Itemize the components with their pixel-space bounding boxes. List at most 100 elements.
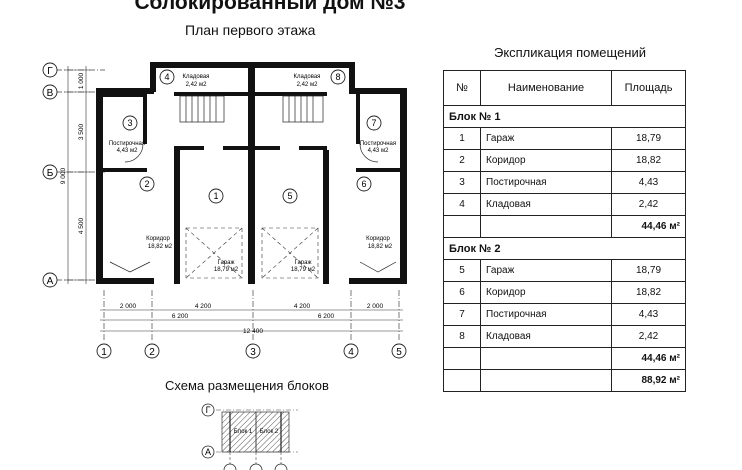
axis-markers	[42, 62, 407, 359]
table-row: 3 Постирочная 4,43	[442, 171, 686, 194]
cell-name: Кладовая	[480, 193, 613, 216]
axis-col-label: 4	[348, 347, 354, 358]
cell-name: Кладовая	[480, 325, 613, 348]
axis-grid-lines	[56, 69, 400, 342]
cell-name: Постирочная	[480, 171, 613, 194]
block-row: Блок № 1	[443, 105, 686, 128]
cell-area: 4,43	[611, 303, 686, 326]
header-area: Площадь	[611, 70, 686, 106]
cell-no: 3	[442, 171, 482, 194]
table-header-row: № Наименование Площадь	[442, 70, 686, 106]
cell-no: 5	[442, 259, 482, 282]
room-label: Постирочная	[360, 141, 396, 147]
axis-col-label: 1	[101, 347, 107, 358]
scheme-axis-label: Г	[206, 405, 211, 415]
axis-row-label: Б	[47, 168, 54, 179]
scheme-block-label: Блок 2	[260, 429, 279, 435]
room-number: 2	[144, 179, 149, 189]
subtotal-value: 44,46 м²	[611, 215, 686, 238]
room-label: Постирочная	[109, 141, 145, 147]
header-name: Наименование	[480, 70, 613, 106]
table-row: 4 Кладовая 2,42	[442, 193, 686, 216]
cell-area: 18,82	[611, 149, 686, 172]
scheme-block-label: Блок 1	[234, 429, 253, 435]
stairs	[179, 95, 324, 123]
room-number: 6	[361, 179, 366, 189]
subtotal-row: 44,46 м²	[442, 215, 686, 238]
entrance-doors	[109, 143, 397, 273]
page-subtitle: План первого этажа	[185, 22, 316, 38]
exterior-walls	[96, 62, 407, 284]
cell-area: 2,42	[611, 325, 686, 348]
dim-label-horizontal: 4 200	[294, 303, 311, 310]
cell-name: Коридор	[480, 149, 613, 172]
dim-label-horizontal: 12 400	[243, 328, 263, 335]
axis-col-label: 5	[396, 347, 402, 358]
axis-row-label: А	[47, 276, 54, 287]
cell-area: 18,82	[611, 281, 686, 304]
vertical-dimension-lines	[64, 66, 90, 284]
room-number: 7	[371, 118, 376, 128]
cell-area: 18,79	[611, 259, 686, 282]
block-row: Блок № 2	[443, 237, 686, 260]
page-title: Сблокированный дом №3	[134, 0, 406, 14]
room-area: 18,79 м2	[214, 267, 239, 273]
scheme-title: Схема размещения блоков	[165, 378, 329, 393]
grand-total-row: 88,92 м²	[442, 369, 686, 392]
room-area: 2,42 м2	[297, 82, 318, 88]
block-2-shape	[255, 411, 290, 453]
room-number: 1	[213, 191, 218, 201]
dim-label-vertical: 9 000	[60, 167, 67, 184]
dim-label-horizontal: 6 200	[172, 313, 189, 320]
axis-col-label: 2	[149, 347, 155, 358]
cell-no: 7	[442, 303, 482, 326]
subtotal-value: 44,46 м²	[611, 347, 686, 370]
room-area: 2,42 м2	[186, 82, 207, 88]
room-number: 8	[335, 72, 340, 82]
room-label: Кладовая	[183, 74, 210, 80]
room-label: Гараж	[218, 260, 235, 266]
block-scheme	[201, 403, 298, 470]
subtotal-row: 44,46 м²	[442, 347, 686, 370]
room-label: Коридор	[366, 236, 390, 242]
axis-row-label: Г	[47, 66, 53, 77]
cell-name: Гараж	[480, 127, 613, 150]
grand-total-value: 88,92 м²	[611, 369, 686, 392]
room-label: Коридор	[146, 236, 170, 242]
cell-name: Коридор	[480, 281, 613, 304]
room-markers	[122, 69, 382, 204]
cell-name: Постирочная	[480, 303, 613, 326]
room-label: Гараж	[295, 260, 312, 266]
dim-label-vertical: 4 500	[78, 217, 85, 234]
cell-area: 4,43	[611, 171, 686, 194]
header-number: №	[442, 70, 482, 106]
room-area: 18,82 м2	[148, 244, 173, 250]
garage-doors	[185, 227, 319, 279]
cell-no: 6	[442, 281, 482, 304]
block-name: Блок № 1	[443, 105, 686, 128]
cell-no: 1	[442, 127, 482, 150]
room-area: 4,43 м2	[117, 148, 138, 154]
cell-no: 2	[442, 149, 482, 172]
table-row: 1 Гараж 18,79	[442, 127, 686, 150]
scheme-axis-label: А	[205, 447, 211, 457]
room-number: 3	[127, 118, 132, 128]
room-number: 5	[287, 191, 292, 201]
cell-name: Гараж	[480, 259, 613, 282]
table-row: 2 Коридор 18,82	[442, 149, 686, 172]
block-name: Блок № 2	[443, 237, 686, 260]
dim-label-horizontal: 2 000	[367, 303, 384, 310]
table-row: 6 Коридор 18,82	[442, 281, 686, 304]
axis-row-label: В	[47, 88, 54, 99]
room-label: Кладовая	[294, 74, 321, 80]
legend-title: Экспликация помещений	[493, 45, 647, 60]
interior-walls	[103, 92, 400, 172]
cell-no: 8	[442, 325, 482, 348]
axis-col-label: 3	[250, 347, 256, 358]
room-number: 4	[164, 72, 169, 82]
dim-label-vertical: 3 500	[78, 123, 85, 140]
room-area: 4,43 м2	[368, 148, 389, 154]
cell-area: 18,79	[611, 127, 686, 150]
dim-label-horizontal: 2 000	[120, 303, 137, 310]
dim-label-vertical: 1 000	[78, 72, 85, 89]
